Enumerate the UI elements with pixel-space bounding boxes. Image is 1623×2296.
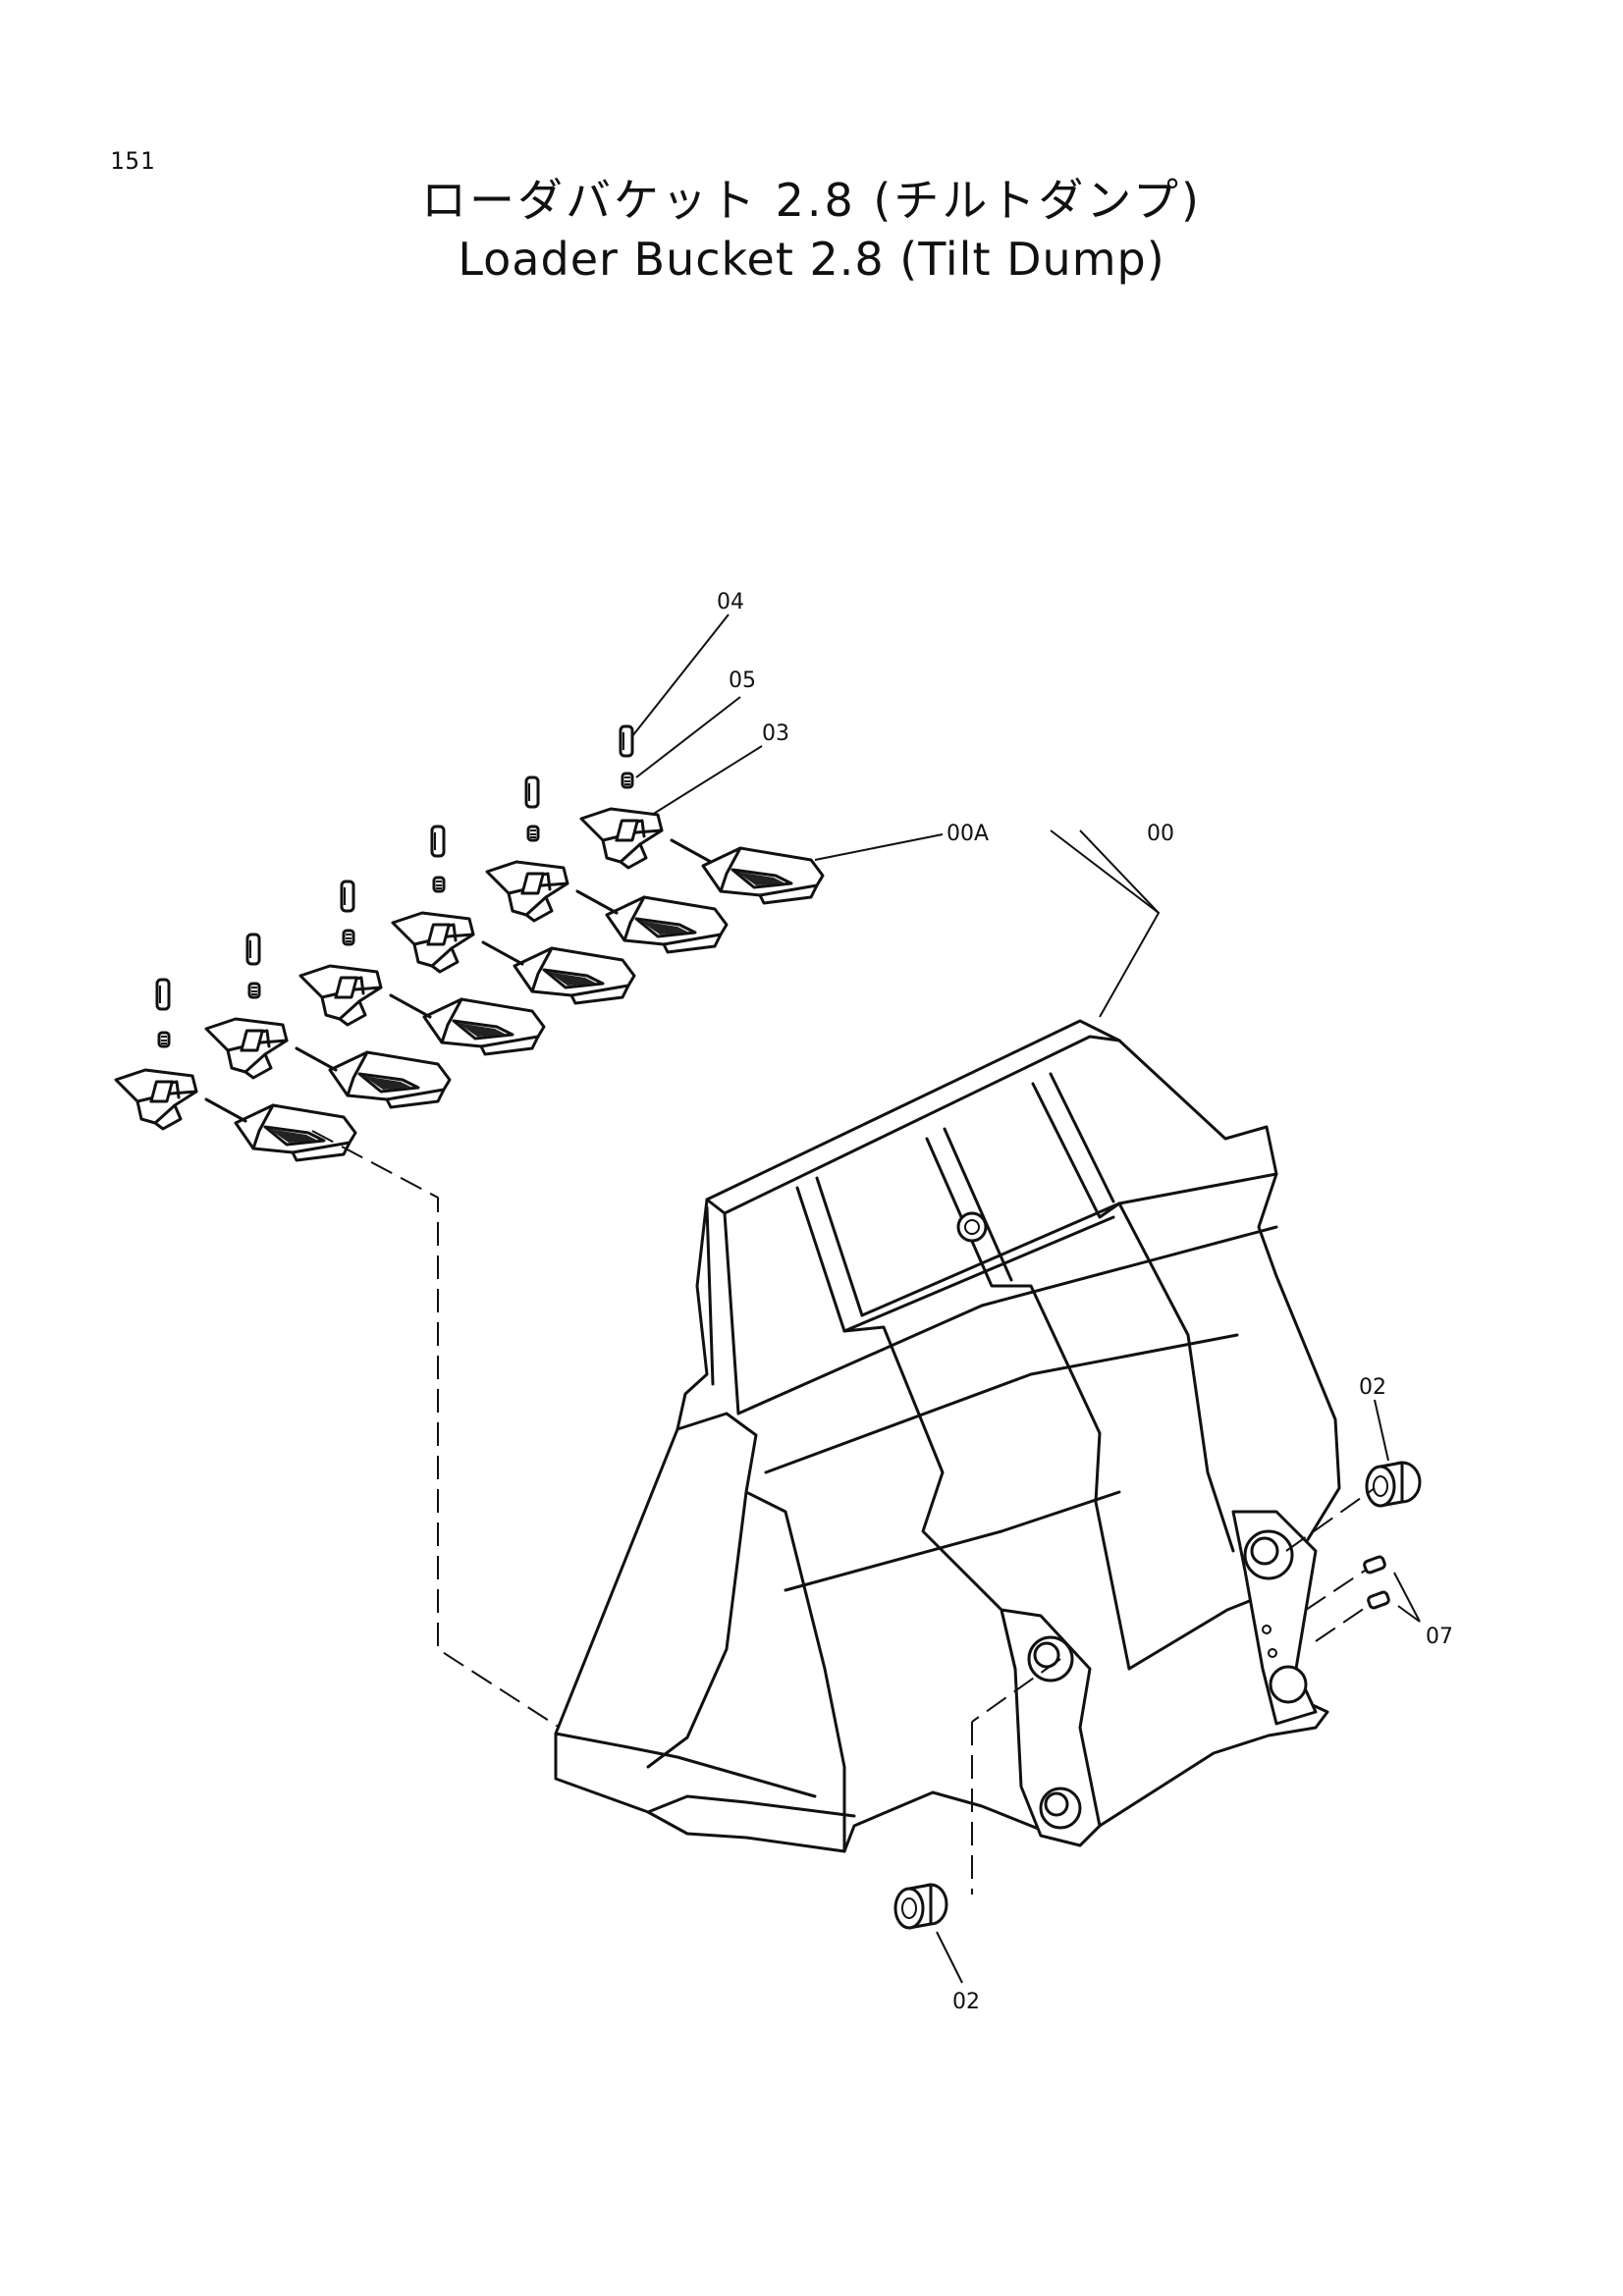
tooth-lock-2	[247, 982, 261, 999]
tooth-pin-3	[340, 880, 355, 913]
tooth-pin-6	[619, 724, 634, 758]
adapter-3	[298, 964, 383, 1027]
tooth-pin-5	[524, 775, 540, 809]
tooth-lock-6	[621, 772, 634, 789]
adapter-1	[114, 1068, 198, 1131]
tooth-4	[513, 946, 636, 1005]
tooth-2	[328, 1050, 452, 1109]
tooth-pin-1	[155, 978, 171, 1011]
tooth-3	[422, 997, 546, 1056]
bushing-bottom	[893, 1883, 948, 1930]
callout-05: 05	[729, 668, 756, 693]
tooth-pin-2	[245, 933, 261, 966]
bucket-teeth-set	[114, 724, 825, 1162]
adapter-4	[391, 911, 475, 974]
tooth-6	[701, 846, 825, 905]
adapter-5	[485, 860, 569, 923]
callout-02-right: 02	[1359, 1375, 1386, 1400]
tooth-1	[234, 1103, 357, 1162]
tooth-lock-3	[342, 929, 355, 946]
callout-03: 03	[762, 721, 789, 746]
tooth-pin-4	[430, 825, 446, 858]
bolt-upper	[1363, 1555, 1386, 1575]
title-block: ローダバケット 2.8 (チルトダンプ) Loader Bucket 2.8 (…	[0, 175, 1623, 287]
callout-00: 00	[1147, 822, 1174, 846]
tooth-5	[605, 895, 729, 954]
callout-07: 07	[1426, 1625, 1453, 1649]
tooth-lock-5	[526, 825, 540, 842]
adapter-6	[579, 807, 664, 870]
loader-bucket-body	[554, 1019, 1341, 1853]
tooth-lock-1	[157, 1031, 171, 1048]
title-japanese: ローダバケット 2.8 (チルトダンプ)	[421, 174, 1202, 227]
title-english: Loader Bucket 2.8 (Tilt Dump)	[458, 232, 1165, 286]
dashed-tooth-to-bucket	[311, 1130, 561, 1729]
bolt-lower	[1367, 1590, 1390, 1610]
callout-00a: 00A	[947, 822, 989, 846]
page-number: 151	[110, 147, 156, 175]
callout-04: 04	[717, 590, 744, 614]
callout-02-bottom: 02	[952, 1990, 980, 2014]
tooth-lock-4	[432, 876, 446, 893]
loose-parts	[893, 1461, 1422, 1930]
adapter-2	[204, 1017, 289, 1080]
bushing-right	[1365, 1461, 1422, 1508]
